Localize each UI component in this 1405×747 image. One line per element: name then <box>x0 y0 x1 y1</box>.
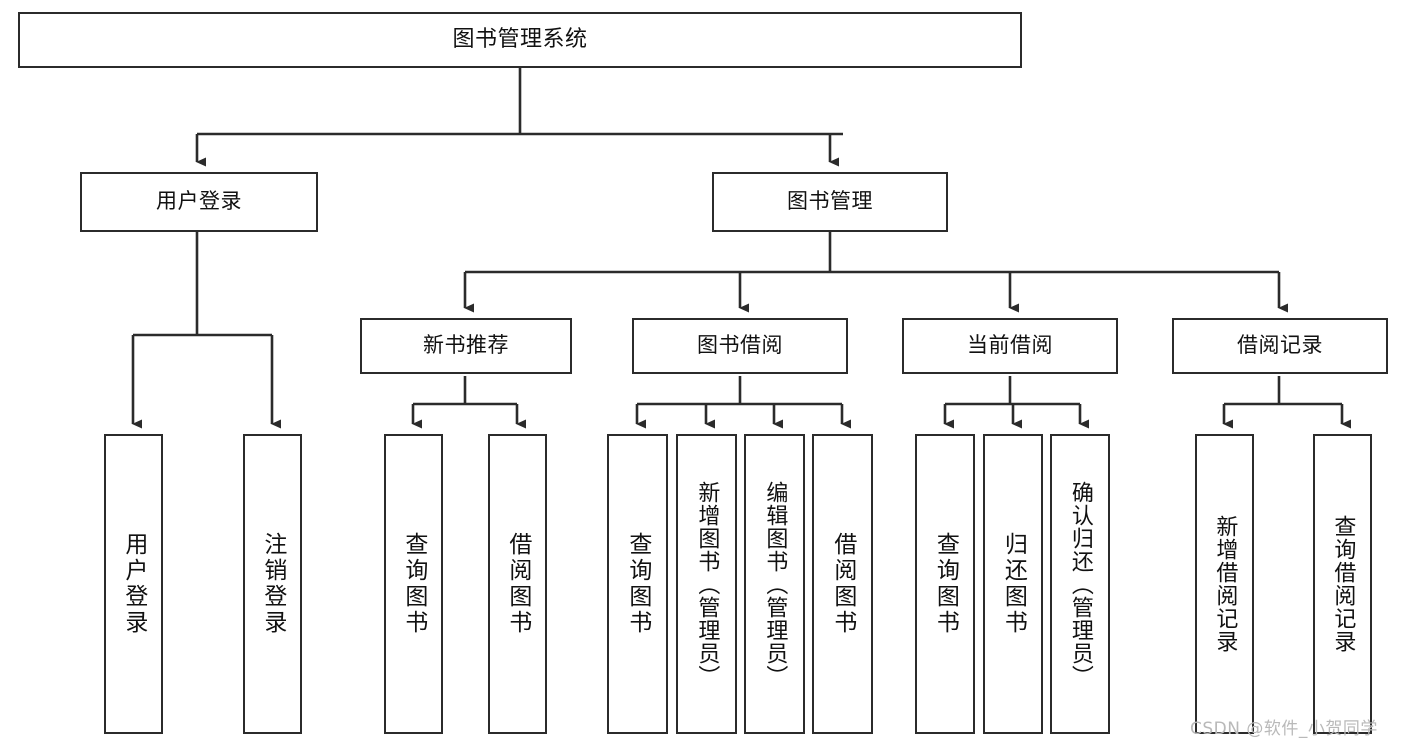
node-label: 查询借阅记录 <box>1330 515 1356 653</box>
node-label: 新增借阅记录 <box>1212 515 1238 653</box>
leaf-new-book-query[interactable]: 查询图书 <box>384 434 443 734</box>
node-new-book-recommend[interactable]: 新书推荐 <box>360 318 572 374</box>
node-borrow-record[interactable]: 借阅记录 <box>1172 318 1388 374</box>
leaf-user-login-logout[interactable]: 注销登录 <box>243 434 302 734</box>
leaf-record-add-record[interactable]: 新增借阅记录 <box>1195 434 1254 734</box>
node-label: 用户登录 <box>156 189 242 214</box>
node-book-management[interactable]: 图书管理 <box>712 172 948 232</box>
node-label: 用户登录 <box>120 532 147 636</box>
leaf-current-confirm-return-admin[interactable]: 确认归还（管理员） <box>1050 434 1110 734</box>
node-label: 新书推荐 <box>423 333 509 358</box>
node-root-system[interactable]: 图书管理系统 <box>18 12 1022 68</box>
node-label: 图书借阅 <box>697 333 783 358</box>
leaf-borrow-borrow-book[interactable]: 借阅图书 <box>812 434 873 734</box>
csdn-watermark: CSDN @软件_小贺同学 <box>1190 719 1378 739</box>
leaf-current-query-book[interactable]: 查询图书 <box>915 434 975 734</box>
node-current-borrow[interactable]: 当前借阅 <box>902 318 1118 374</box>
node-label: 归还图书 <box>1000 532 1027 636</box>
leaf-record-query-record[interactable]: 查询借阅记录 <box>1313 434 1372 734</box>
node-label: 查询图书 <box>932 532 959 636</box>
leaf-borrow-edit-book-admin[interactable]: 编辑图书（管理员） <box>744 434 805 734</box>
node-user-login[interactable]: 用户登录 <box>80 172 318 232</box>
node-label: 新增图书（管理员） <box>694 480 720 688</box>
leaf-borrow-query-book[interactable]: 查询图书 <box>607 434 668 734</box>
leaf-borrow-add-book-admin[interactable]: 新增图书（管理员） <box>676 434 737 734</box>
node-label: 当前借阅 <box>967 333 1053 358</box>
leaf-new-book-borrow[interactable]: 借阅图书 <box>488 434 547 734</box>
node-label: 确认归还（管理员） <box>1067 480 1093 688</box>
node-label: 注销登录 <box>259 532 286 636</box>
node-label: 查询图书 <box>624 532 651 636</box>
node-label: 借阅图书 <box>829 532 856 636</box>
leaf-current-return-book[interactable]: 归还图书 <box>983 434 1043 734</box>
node-label: 借阅记录 <box>1237 333 1323 358</box>
node-book-borrow[interactable]: 图书借阅 <box>632 318 848 374</box>
node-label: 图书管理 <box>787 189 873 214</box>
leaf-user-login-login[interactable]: 用户登录 <box>104 434 163 734</box>
node-label: 图书管理系统 <box>452 26 588 52</box>
node-label: 查询图书 <box>400 532 427 636</box>
node-label: 编辑图书（管理员） <box>762 480 788 688</box>
node-label: 借阅图书 <box>504 532 531 636</box>
